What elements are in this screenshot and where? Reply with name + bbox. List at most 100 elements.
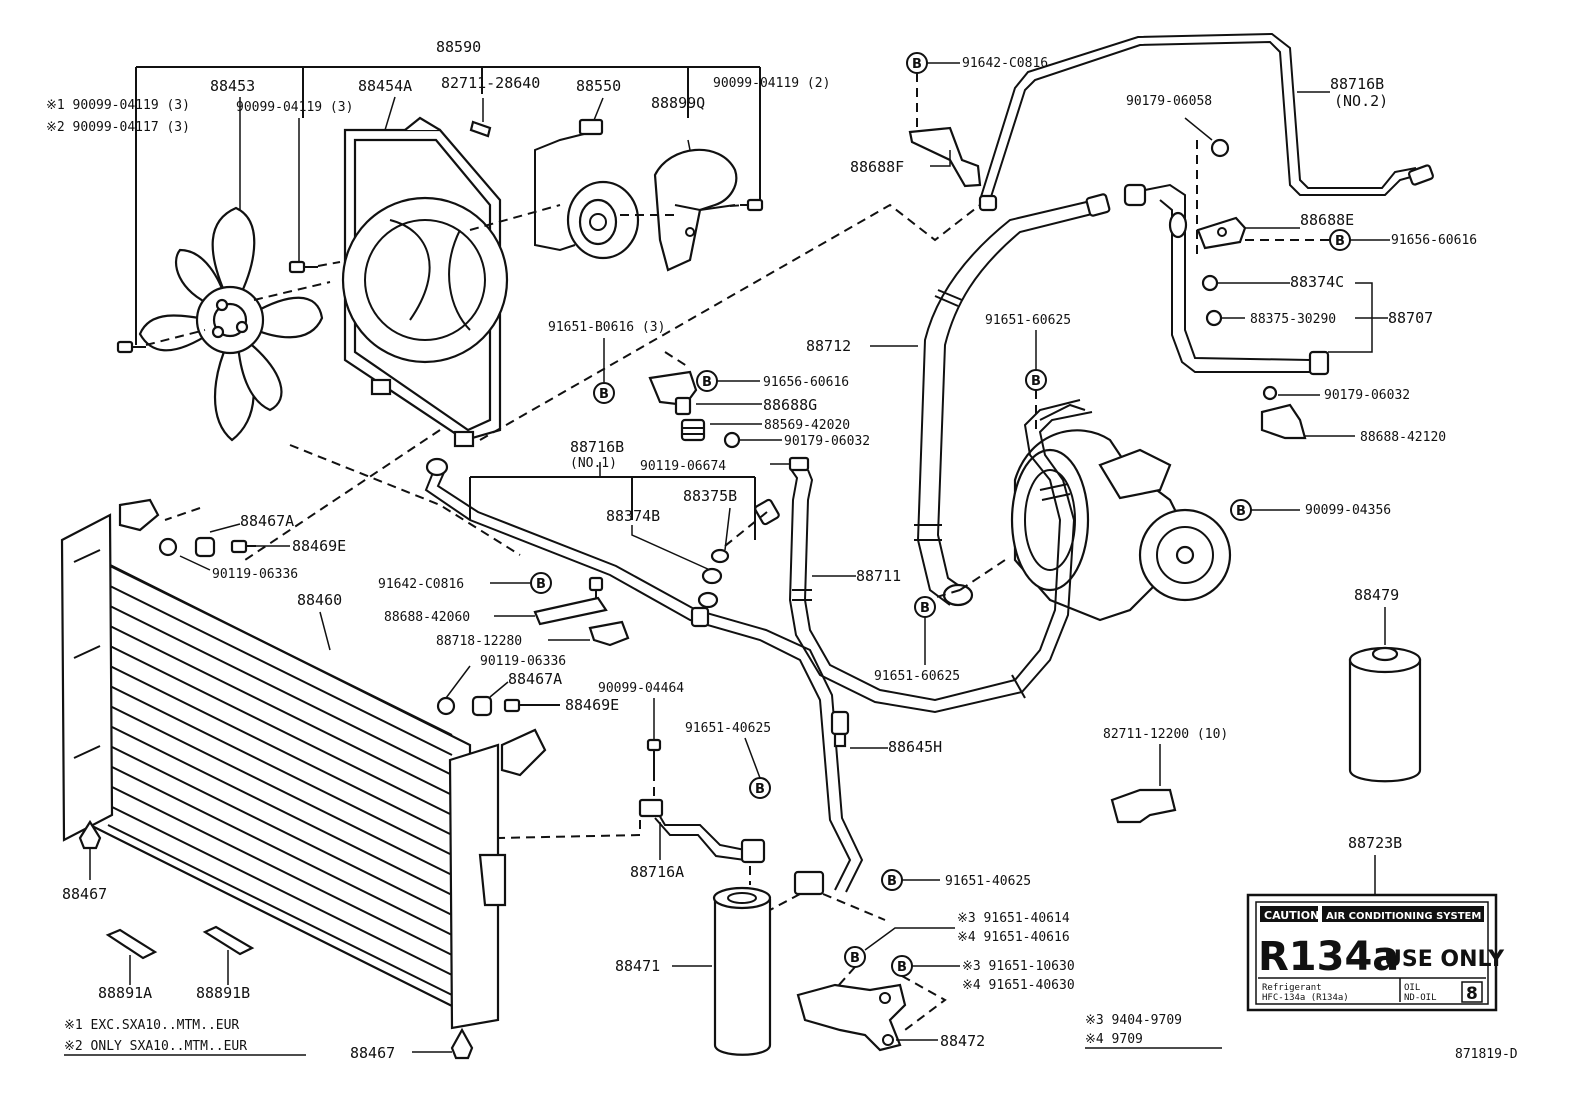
caution-label-88723B: CAUTION AIR CONDITIONING SYSTEM R134a US… — [1246, 893, 1505, 1012]
caution-oil: OIL — [1404, 983, 1420, 993]
caution-oil-grade: 8 — [1466, 984, 1478, 1004]
label-88467-bot: 88467 — [350, 1044, 395, 1062]
svg-text:B: B — [599, 387, 609, 402]
svg-text:B: B — [920, 601, 930, 616]
bottom-right-group: 82711-12200 (10) 88479 88723B CAUTION AI… — [1103, 586, 1518, 1062]
pipe-88716B-no1-outer — [424, 464, 852, 891]
clamp-88688F — [908, 126, 982, 188]
bolt-90119-06336-top — [158, 537, 178, 557]
bracket-screw — [740, 198, 764, 212]
note-s3-date: ※3 9404-9709 — [1085, 1013, 1182, 1028]
condenser-group: 88460 88467A 88469E 90119-06336 90119-06… — [60, 498, 619, 1062]
label-91656-60616-mid: 91656-60616 — [763, 375, 849, 390]
hose-88712-outer — [916, 199, 1096, 606]
compressor — [1010, 403, 1232, 622]
callout-b-90099-04356: B 90099-04356 — [1230, 499, 1391, 521]
label-88707: 88707 — [1388, 309, 1433, 327]
svg-text:B: B — [1031, 374, 1041, 389]
caution-refrigerant-note2: HFC-134a (R134a) — [1262, 993, 1349, 1003]
callout-b-91651-60625-bot: B 91651-60625 — [874, 596, 960, 684]
nut-90179-06032-mid — [723, 431, 741, 449]
label-88375-30290: 88375-30290 — [1250, 312, 1336, 327]
pipe-end-88716B — [978, 164, 1434, 212]
bracket-88688G — [648, 370, 698, 416]
callout-b-91651-B0616: 91651-B0616 (3) B — [548, 320, 665, 404]
label-90099-04119-3-a: ※1 90099-04119 (3) — [46, 98, 190, 113]
callout-b-s3-10630: B ※3 91651-10630 ※4 91651-40630 — [891, 955, 1075, 993]
label-88472: 88472 — [940, 1032, 985, 1050]
label-90119-06336-top: 90119-06336 — [212, 567, 298, 582]
callout-b-91651-40625-a: 91651-40625 B — [685, 721, 771, 799]
label-91651-60625-bot: 91651-60625 — [874, 669, 960, 684]
callout-b-s3-40614: B ※3 91651-40614 ※4 91651-40616 — [844, 911, 1070, 968]
o-rings-88374B — [697, 548, 730, 609]
label-88688-42120: 88688-42120 — [1360, 430, 1446, 445]
bracket-88688-42060 — [533, 596, 608, 626]
label-82711-12200: 82711-12200 (10) — [1103, 727, 1228, 742]
fan-assembly-group: 88590 88453 88454A 82711-28640 88550 888… — [46, 38, 830, 448]
caution-refrigerant: R134a — [1258, 934, 1399, 980]
cushion-88569 — [680, 418, 706, 442]
seal-88891A — [105, 928, 158, 960]
o-ring-88375 — [1205, 309, 1223, 327]
pipe-88707-outer — [1144, 183, 1311, 361]
label-88453: 88453 — [210, 77, 255, 95]
clamp-88688-42120 — [1260, 403, 1307, 440]
label-88467-left: 88467 — [62, 885, 107, 903]
fan-motor — [534, 118, 640, 260]
label-88550: 88550 — [576, 77, 621, 95]
label-88375B: 88375B — [683, 487, 737, 505]
bolt-88469E-mid — [503, 698, 560, 713]
label-91651-60625-top: 91651-60625 — [985, 313, 1071, 328]
mount-88467-left — [78, 819, 102, 850]
label-s3-91651-10630: ※3 91651-10630 — [962, 959, 1075, 974]
label-90179-06032-mid: 90179-06032 — [784, 434, 870, 449]
fan-blade — [138, 206, 324, 442]
label-88374C: 88374C — [1290, 273, 1344, 291]
label-88460: 88460 — [297, 591, 342, 609]
label-88645H: 88645H — [888, 738, 942, 756]
label-91642-C0816-mid: 91642-C0816 — [378, 577, 464, 592]
label-88712: 88712 — [806, 337, 851, 355]
note-s4-date: ※4 9709 — [1085, 1032, 1143, 1047]
mount-88467-bot — [450, 1027, 474, 1060]
caution-oil-type: ND-OIL — [1404, 993, 1437, 1003]
label-s3-91651-40614: ※3 91651-40614 — [957, 911, 1070, 926]
bolt-90119-06674 — [788, 456, 810, 472]
label-90099-04119-3-b: 90099-04119 (3) — [236, 100, 353, 115]
bracket-88472 — [796, 983, 907, 1052]
drier-fitting — [793, 870, 825, 896]
label-88688-42060: 88688-42060 — [384, 610, 470, 625]
svg-text:B: B — [912, 57, 922, 72]
label-88479: 88479 — [1354, 586, 1399, 604]
screw-82711 — [469, 120, 492, 138]
label-90099-04119-2: 90099-04119 (2) — [713, 76, 830, 91]
label-90119-06336-mid: 90119-06336 — [480, 654, 566, 669]
svg-text:B: B — [1236, 504, 1246, 519]
label-90099-04356: 90099-04356 — [1305, 503, 1391, 518]
label-90099-04117-3: ※2 90099-04117 (3) — [46, 120, 190, 135]
label-88688F: 88688F — [850, 158, 904, 176]
diagram-id: 871819-D — [1455, 1047, 1518, 1062]
condenser-core — [60, 513, 500, 1030]
caution-text: CAUTION — [1264, 909, 1319, 922]
pipe-88716B-no1-end — [425, 457, 710, 628]
caution-system-text: AIR CONDITIONING SYSTEM — [1326, 911, 1481, 922]
middle-group: 91651-B0616 (3) B B 91656-60616 88688G 8… — [378, 320, 870, 893]
svg-text:B: B — [702, 375, 712, 390]
condenser-brackets — [118, 498, 547, 907]
label-88688E: 88688E — [1300, 211, 1354, 229]
label-91651-40625-b: 91651-40625 — [945, 874, 1031, 889]
label-88718-12280: 88718-12280 — [436, 634, 522, 649]
nut-90179-06032-right — [1262, 385, 1278, 401]
label-88716B-no2: 88716B — [1330, 75, 1384, 93]
pipe-88716B-no2-inner — [979, 32, 1417, 201]
pipe-88716A — [638, 798, 766, 864]
callout-b-91642-mid: 91642-C0816 B — [378, 572, 552, 594]
label-90099-04464: 90099-04464 — [598, 681, 684, 696]
clamp-88718-12280 — [588, 620, 630, 647]
lower-center-group: 90099-04464 88716A 91651-40625 B 88645H — [497, 681, 1222, 1056]
svg-text:B: B — [755, 782, 765, 797]
note-2: ※2 ONLY SXA10..MTM..EUR — [64, 1039, 247, 1054]
label-91642-C0816-top: 91642-C0816 — [962, 56, 1048, 71]
